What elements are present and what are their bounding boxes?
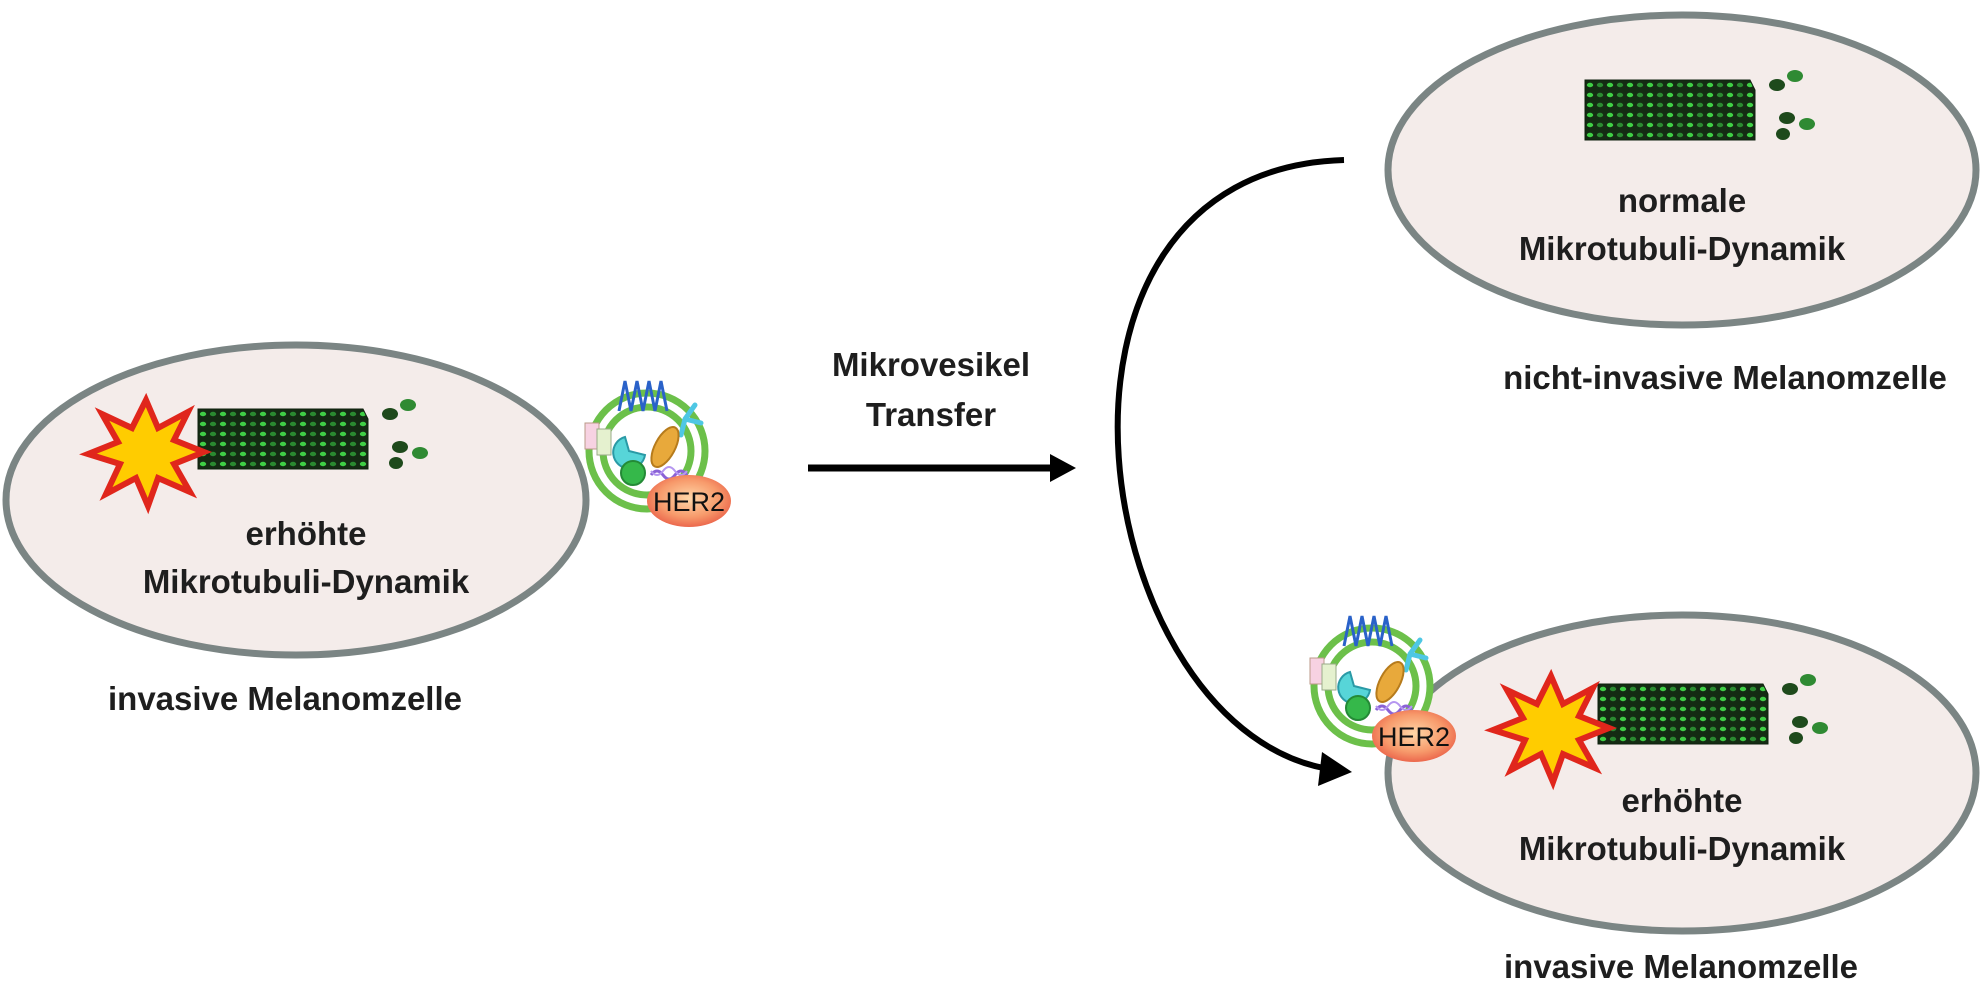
left-cell-caption: invasive Melanomzelle <box>108 680 462 717</box>
curved-arrow <box>1114 157 1352 786</box>
bottom-right-cell-line1: erhöhte <box>1621 782 1742 819</box>
microvesicle-icon: HER2 <box>585 381 731 527</box>
top-right-cell-line2: Mikrotubuli-Dynamik <box>1519 230 1846 267</box>
bottom-right-cell-line2: Mikrotubuli-Dynamik <box>1519 830 1846 867</box>
her2-label: HER2 <box>1378 722 1450 752</box>
left-cell-line2: Mikrotubuli-Dynamik <box>143 563 470 600</box>
bottom-right-cell-caption: invasive Melanomzelle <box>1504 948 1858 985</box>
microvesicle-icon: HER2 <box>1310 616 1456 762</box>
starburst-icon <box>1493 676 1609 782</box>
her2-label: HER2 <box>653 487 725 517</box>
cell-membrane <box>1384 611 1980 935</box>
starburst-icon <box>88 400 204 506</box>
cell-membrane <box>2 341 590 659</box>
bottom-right-invasive-cell: erhöhte Mikrotubuli-Dynamik <box>1384 611 1980 935</box>
top-right-cell-line1: normale <box>1618 182 1746 219</box>
cell-membrane <box>1384 11 1980 329</box>
left-cell-line1: erhöhte <box>245 515 366 552</box>
top-right-cell-caption: nicht-invasive Melanomzelle <box>1503 359 1947 396</box>
top-right-noninvasive-cell: normale Mikrotubuli-Dynamik <box>1384 11 1980 329</box>
transfer-label-line1: Mikrovesikel <box>832 346 1030 383</box>
transfer-arrow <box>808 454 1076 482</box>
transfer-label-line2: Transfer <box>866 396 996 433</box>
left-invasive-cell: erhöhte Mikrotubuli-Dynamik <box>2 341 590 659</box>
